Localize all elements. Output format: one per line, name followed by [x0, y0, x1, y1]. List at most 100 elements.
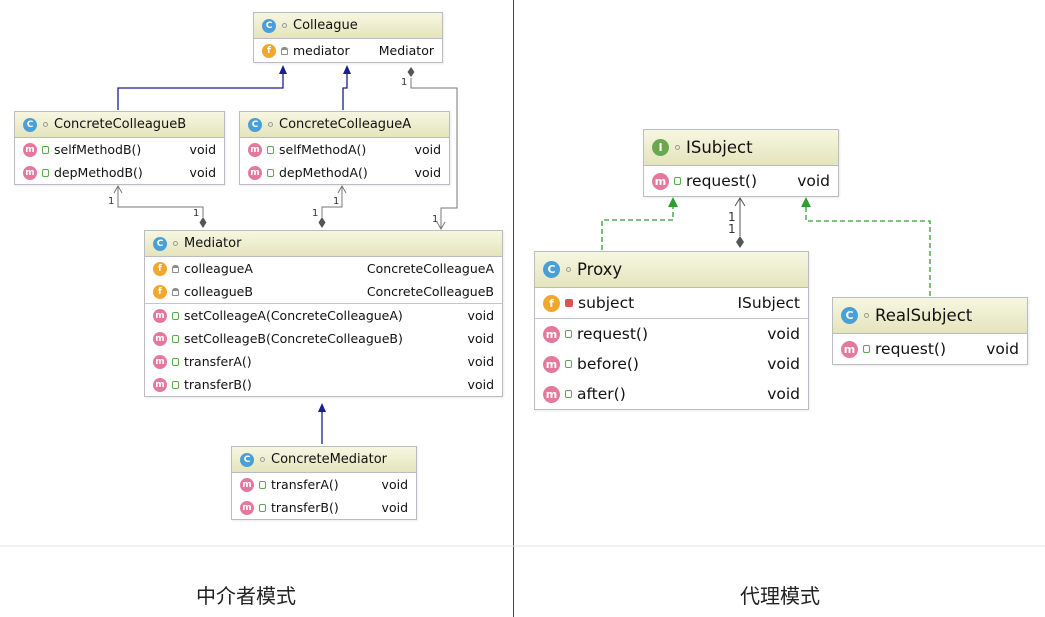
public-visibility-icon: [172, 380, 179, 389]
method-icon: m: [153, 331, 167, 346]
method-name: after(): [577, 385, 626, 403]
edge-colleagueA-mediator: [321, 186, 343, 217]
diamond-proxy: [736, 236, 744, 248]
class-name: ConcreteColleagueB: [54, 117, 187, 132]
field-type: ConcreteColleagueB: [366, 284, 494, 299]
class-header: C ConcreteColleagueA: [240, 112, 449, 138]
methods-section: m transferA() void m transferB() void: [232, 473, 416, 519]
class-concrete-mediator[interactable]: C ConcreteMediator m transferA() void m …: [231, 446, 417, 520]
private-visibility-icon: [565, 299, 573, 307]
class-real-subject[interactable]: C RealSubject m request() void: [832, 297, 1028, 365]
public-visibility-icon: [565, 390, 572, 398]
arrowhead-inherit-colleague-1: [279, 65, 287, 74]
public-visibility-icon: [172, 357, 179, 366]
field-type: Mediator: [378, 43, 434, 58]
method-row: m selfMethodA() void: [240, 138, 449, 161]
field-name: colleagueB: [184, 284, 253, 299]
class-icon: C: [841, 307, 858, 324]
field-row: f subject ISubject: [535, 288, 808, 318]
public-visibility-icon: [565, 330, 572, 338]
methods-section: m selfMethodB() void m depMethodB() void: [15, 138, 224, 184]
package-visibility-icon: [281, 46, 288, 55]
arrowhead-inherit-colleague-2: [343, 65, 351, 74]
method-name: setColleageB(ConcreteColleagueB): [184, 331, 403, 346]
method-type: void: [467, 377, 494, 392]
public-visibility-icon: [674, 177, 681, 185]
visibility-icon: [43, 122, 48, 127]
class-name: RealSubject: [875, 306, 973, 325]
method-type: void: [189, 142, 216, 157]
class-header: I ISubject: [644, 130, 838, 166]
method-type: void: [986, 340, 1019, 358]
method-icon: m: [240, 477, 254, 492]
class-proxy[interactable]: C Proxy f subject ISubject m request() v…: [534, 251, 809, 410]
visibility-icon: [282, 23, 287, 28]
method-type: void: [414, 142, 441, 157]
interface-isubject[interactable]: I ISubject m request() void: [643, 129, 839, 197]
mult-colleague-side: 1: [401, 77, 407, 88]
method-icon: m: [240, 500, 254, 515]
class-name: Mediator: [184, 236, 242, 251]
diamond-colleague: [407, 67, 415, 77]
class-concrete-colleague-b[interactable]: C ConcreteColleagueB m selfMethodB() voi…: [14, 111, 225, 185]
field-name: subject: [578, 294, 635, 312]
method-row: m depMethodB() void: [15, 161, 224, 184]
method-icon: m: [543, 325, 560, 343]
class-name: ConcreteColleagueA: [279, 117, 412, 132]
method-icon: m: [153, 377, 167, 392]
class-icon: C: [262, 18, 276, 33]
class-mediator[interactable]: C Mediator f colleagueA ConcreteColleagu…: [144, 230, 503, 397]
class-concrete-colleague-a[interactable]: C ConcreteColleagueA m selfMethodA() voi…: [239, 111, 450, 185]
public-visibility-icon: [172, 334, 179, 343]
field-row: f colleagueA ConcreteColleagueA: [145, 257, 502, 280]
public-visibility-icon: [863, 345, 870, 353]
visibility-icon: [268, 122, 273, 127]
class-header: C RealSubject: [833, 298, 1027, 334]
arrowhead-open-colleagueA: [337, 184, 347, 194]
class-icon: C: [153, 236, 167, 251]
method-name: selfMethodB(): [54, 142, 142, 157]
method-icon: m: [543, 385, 560, 403]
field-name: mediator: [293, 43, 350, 58]
visibility-icon: [260, 457, 265, 462]
field-row: f mediator Mediator: [254, 39, 442, 62]
method-name: setColleageA(ConcreteColleagueA): [184, 308, 403, 323]
method-row: m depMethodA() void: [240, 161, 449, 184]
method-type: void: [767, 355, 800, 373]
method-name: transferA(): [271, 477, 339, 492]
caption-mediator-pattern: 中介者模式: [196, 584, 296, 608]
public-visibility-icon: [267, 168, 274, 177]
edge-proxy-implements-isubject: [601, 205, 674, 250]
fields-section: f mediator Mediator: [254, 39, 442, 62]
arrowhead-inherit-mediator: [318, 403, 326, 412]
fields-section: f subject ISubject: [535, 288, 808, 319]
class-header: C Colleague: [254, 13, 442, 39]
class-colleague[interactable]: C Colleague f mediator Mediator: [253, 12, 443, 63]
class-header: C Mediator: [145, 231, 502, 257]
method-row: m transferB() void: [232, 496, 416, 519]
arrowhead-open-isubject: [734, 197, 746, 207]
public-visibility-icon: [42, 168, 49, 177]
method-type: void: [797, 172, 830, 190]
mult-mediator-b-side: 1: [193, 208, 199, 219]
method-icon: m: [248, 142, 262, 157]
edge-colleagueB-extends-colleague: [117, 72, 284, 110]
method-icon: m: [23, 142, 37, 157]
visibility-icon: [566, 267, 571, 272]
method-icon: m: [153, 354, 167, 369]
arrowhead-implements-1: [668, 197, 678, 207]
method-row: m transferA() void: [232, 473, 416, 496]
class-name: ISubject: [686, 138, 753, 157]
field-icon: f: [153, 261, 167, 276]
field-type: ISubject: [737, 294, 800, 312]
mult-a-side: 1: [333, 196, 339, 207]
method-row: m transferA() void: [145, 350, 502, 373]
visibility-icon: [675, 145, 680, 150]
public-visibility-icon: [42, 145, 49, 154]
method-type: void: [467, 354, 494, 369]
package-visibility-icon: [172, 264, 179, 273]
public-visibility-icon: [172, 311, 179, 320]
mult-b-side: 1: [108, 196, 114, 207]
class-header: C ConcreteColleagueB: [15, 112, 224, 138]
